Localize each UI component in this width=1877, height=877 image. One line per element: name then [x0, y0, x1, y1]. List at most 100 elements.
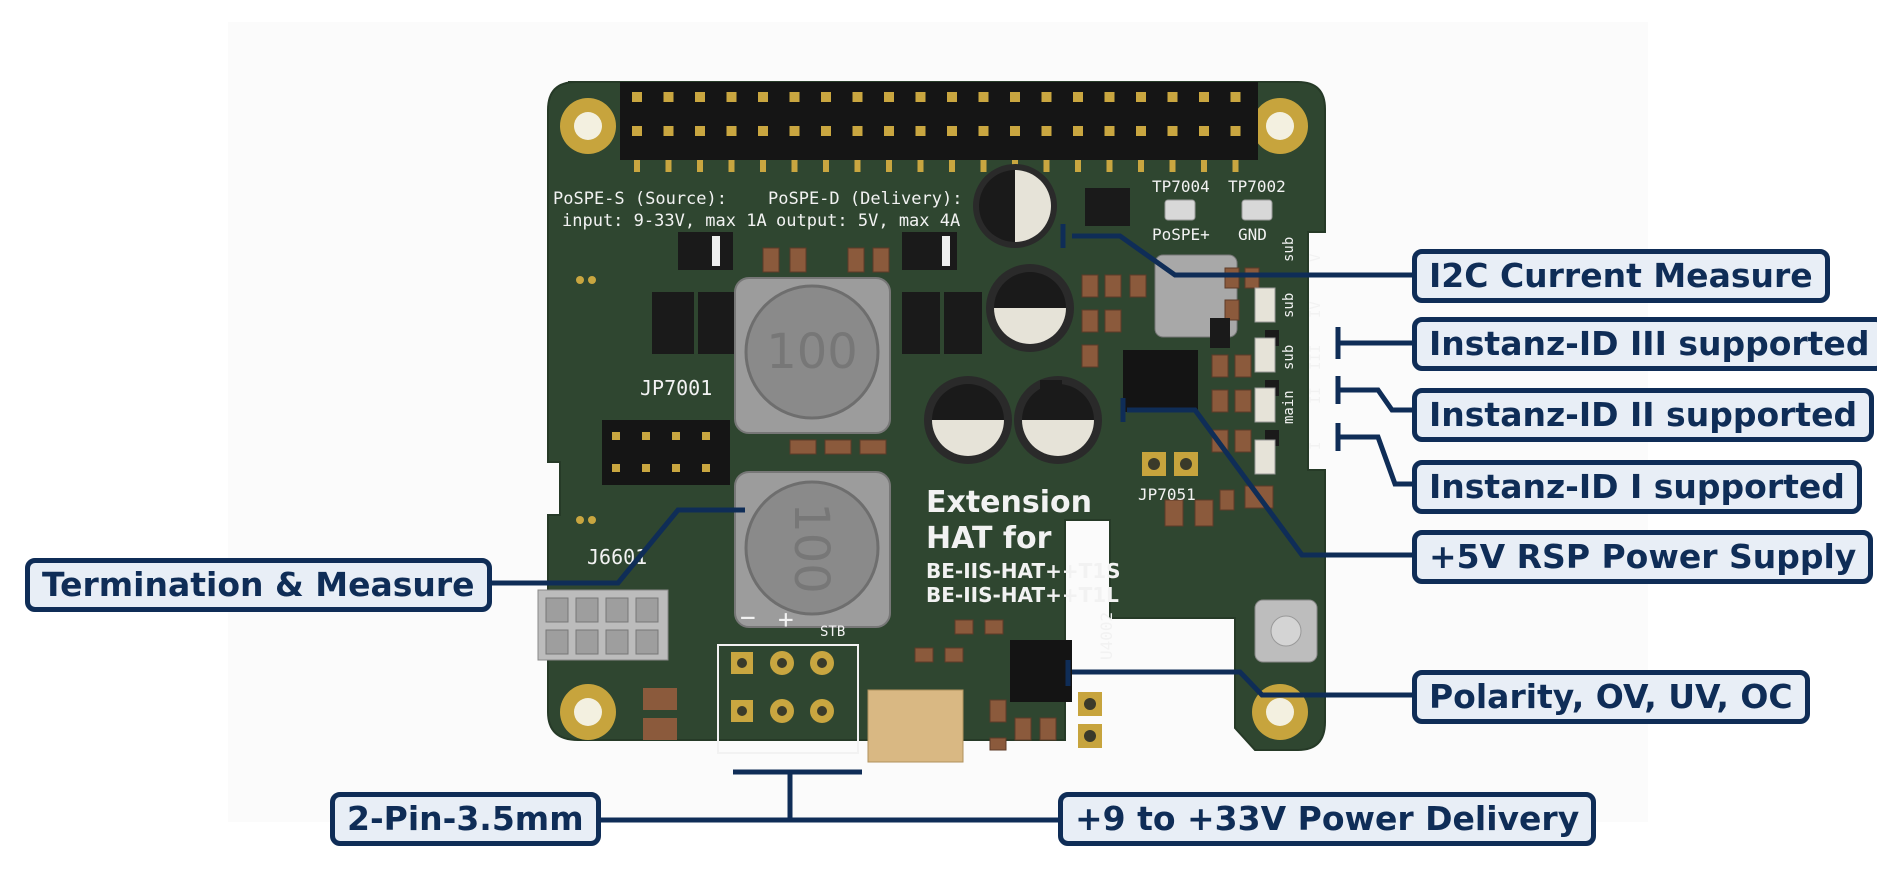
- connector-j6601: [537, 589, 669, 661]
- smd-component: [1194, 499, 1214, 527]
- mounting-hole-tr: [1252, 98, 1308, 154]
- jumper-pin: [672, 432, 680, 440]
- mounting-hole-br: [1252, 684, 1308, 740]
- gpio-pin: [1073, 126, 1083, 136]
- gpio-pin: [632, 126, 642, 136]
- via: [588, 276, 596, 284]
- current-sense-ic: [1085, 188, 1130, 226]
- gpio-pin: [884, 126, 894, 136]
- leader-termination: [458, 507, 745, 586]
- gpio-pin-leg: [1106, 160, 1113, 172]
- jumper-pin: [642, 432, 650, 440]
- via: [576, 276, 584, 284]
- gpio-pin: [789, 92, 800, 102]
- smd-component: [1104, 309, 1122, 333]
- gpio-pin-leg: [980, 160, 987, 172]
- leader-i2c: [1072, 233, 1412, 278]
- smd-component: [1129, 274, 1147, 298]
- pospe-d-title: PoSPE-D (Delivery):: [768, 189, 962, 209]
- diode-1: [678, 232, 733, 270]
- via: [576, 516, 584, 524]
- gpio-pin-leg: [854, 160, 861, 172]
- gpio-pin: [1136, 92, 1146, 102]
- smd-component: [944, 647, 964, 663]
- gpio-pin: [1199, 92, 1209, 102]
- inductor-bottom: 100: [734, 471, 891, 628]
- stb-label: STB: [820, 624, 845, 640]
- ext-line-4: BE-IIS-HAT++T1L: [926, 583, 1119, 607]
- smd-component: [1244, 267, 1260, 289]
- roman-i: I: [1308, 442, 1324, 450]
- gpio-pin-leg: [1232, 160, 1239, 172]
- connector-cell: [635, 597, 659, 623]
- gpio-pin: [632, 92, 642, 102]
- inductor-bottom-value: 100: [783, 502, 839, 594]
- cap-bl-2: [643, 718, 677, 740]
- plus-sign: +: [778, 605, 794, 635]
- connector-cell: [605, 597, 629, 623]
- callout-power-delivery: +9 to +33V Power Delivery: [1058, 792, 1597, 846]
- tp7002-pad: [1241, 199, 1273, 221]
- gpio-pin: [1104, 126, 1115, 136]
- smd-component: [989, 699, 1007, 723]
- gpio-pin: [1199, 126, 1209, 136]
- gpio-pin: [663, 126, 674, 136]
- gnd-label: GND: [1238, 225, 1267, 244]
- gpio-pin-leg: [1043, 160, 1050, 172]
- callout-rsp-power-supply: +5V RSP Power Supply: [1412, 530, 1874, 584]
- gpio-pin: [1010, 126, 1020, 136]
- smd-component: [859, 439, 887, 455]
- gpio-pin: [884, 92, 894, 102]
- roman-v: V: [1308, 253, 1324, 262]
- gpio-pin-leg: [791, 160, 798, 172]
- power-terminal-pads: [717, 644, 859, 754]
- gpio-pin: [1041, 126, 1052, 136]
- connector-cell: [545, 597, 569, 623]
- smd-component: [914, 647, 934, 663]
- smd-component: [989, 737, 1007, 751]
- smd-component: [1211, 354, 1229, 378]
- diode-6: [944, 292, 982, 354]
- smd-component: [824, 439, 852, 455]
- connector-cell: [575, 597, 599, 623]
- gpio-pin: [915, 126, 926, 136]
- ext-line-1: Extension: [926, 485, 1092, 520]
- jumper-pin: [612, 432, 620, 440]
- smd-component: [1224, 267, 1240, 289]
- capacitor-mid-top: [986, 264, 1074, 352]
- connector-cell: [575, 629, 599, 655]
- gpio-pin: [821, 126, 831, 136]
- capacitor-mid-left: [924, 376, 1012, 464]
- gpio-pin: [915, 92, 926, 102]
- jumper-jp7001: [602, 420, 730, 485]
- jumper-sub-2: sub: [1281, 293, 1297, 318]
- callout-2-pin-3-5mm: 2-Pin-3.5mm: [330, 792, 601, 846]
- smd-component: [1164, 499, 1184, 527]
- callout-instanz-id-ii: Instanz-ID II supported: [1412, 388, 1875, 442]
- gpio-pin-leg: [917, 160, 924, 172]
- gpio-pin-leg: [697, 160, 703, 172]
- smd-component: [872, 247, 890, 273]
- jumper-pin: [702, 464, 710, 472]
- gpio-pin: [978, 92, 989, 102]
- jumper-sub-1: sub: [1281, 237, 1297, 262]
- gpio-pin-leg: [634, 160, 640, 172]
- gpio-pin: [789, 126, 800, 136]
- gpio-pin: [947, 92, 957, 102]
- diode-5: [902, 292, 940, 354]
- gpio-pin: [852, 126, 863, 136]
- leader-ticks: [1060, 224, 1341, 686]
- leader-rsp: [1127, 407, 1412, 558]
- gpio-pin: [1010, 92, 1020, 102]
- terminal-pad: [770, 699, 794, 723]
- gpio-header: [620, 82, 1258, 172]
- gpio-pin: [758, 126, 768, 136]
- gpio-pin: [1104, 92, 1115, 102]
- pospe-s-spec: input: 9-33V, max 1A: [562, 211, 767, 231]
- jumper-pin: [672, 464, 680, 472]
- smd-component: [1234, 389, 1252, 413]
- jp7051-pads: [1142, 452, 1198, 476]
- diode-4: [698, 292, 736, 354]
- gpio-pin-leg: [1075, 160, 1081, 172]
